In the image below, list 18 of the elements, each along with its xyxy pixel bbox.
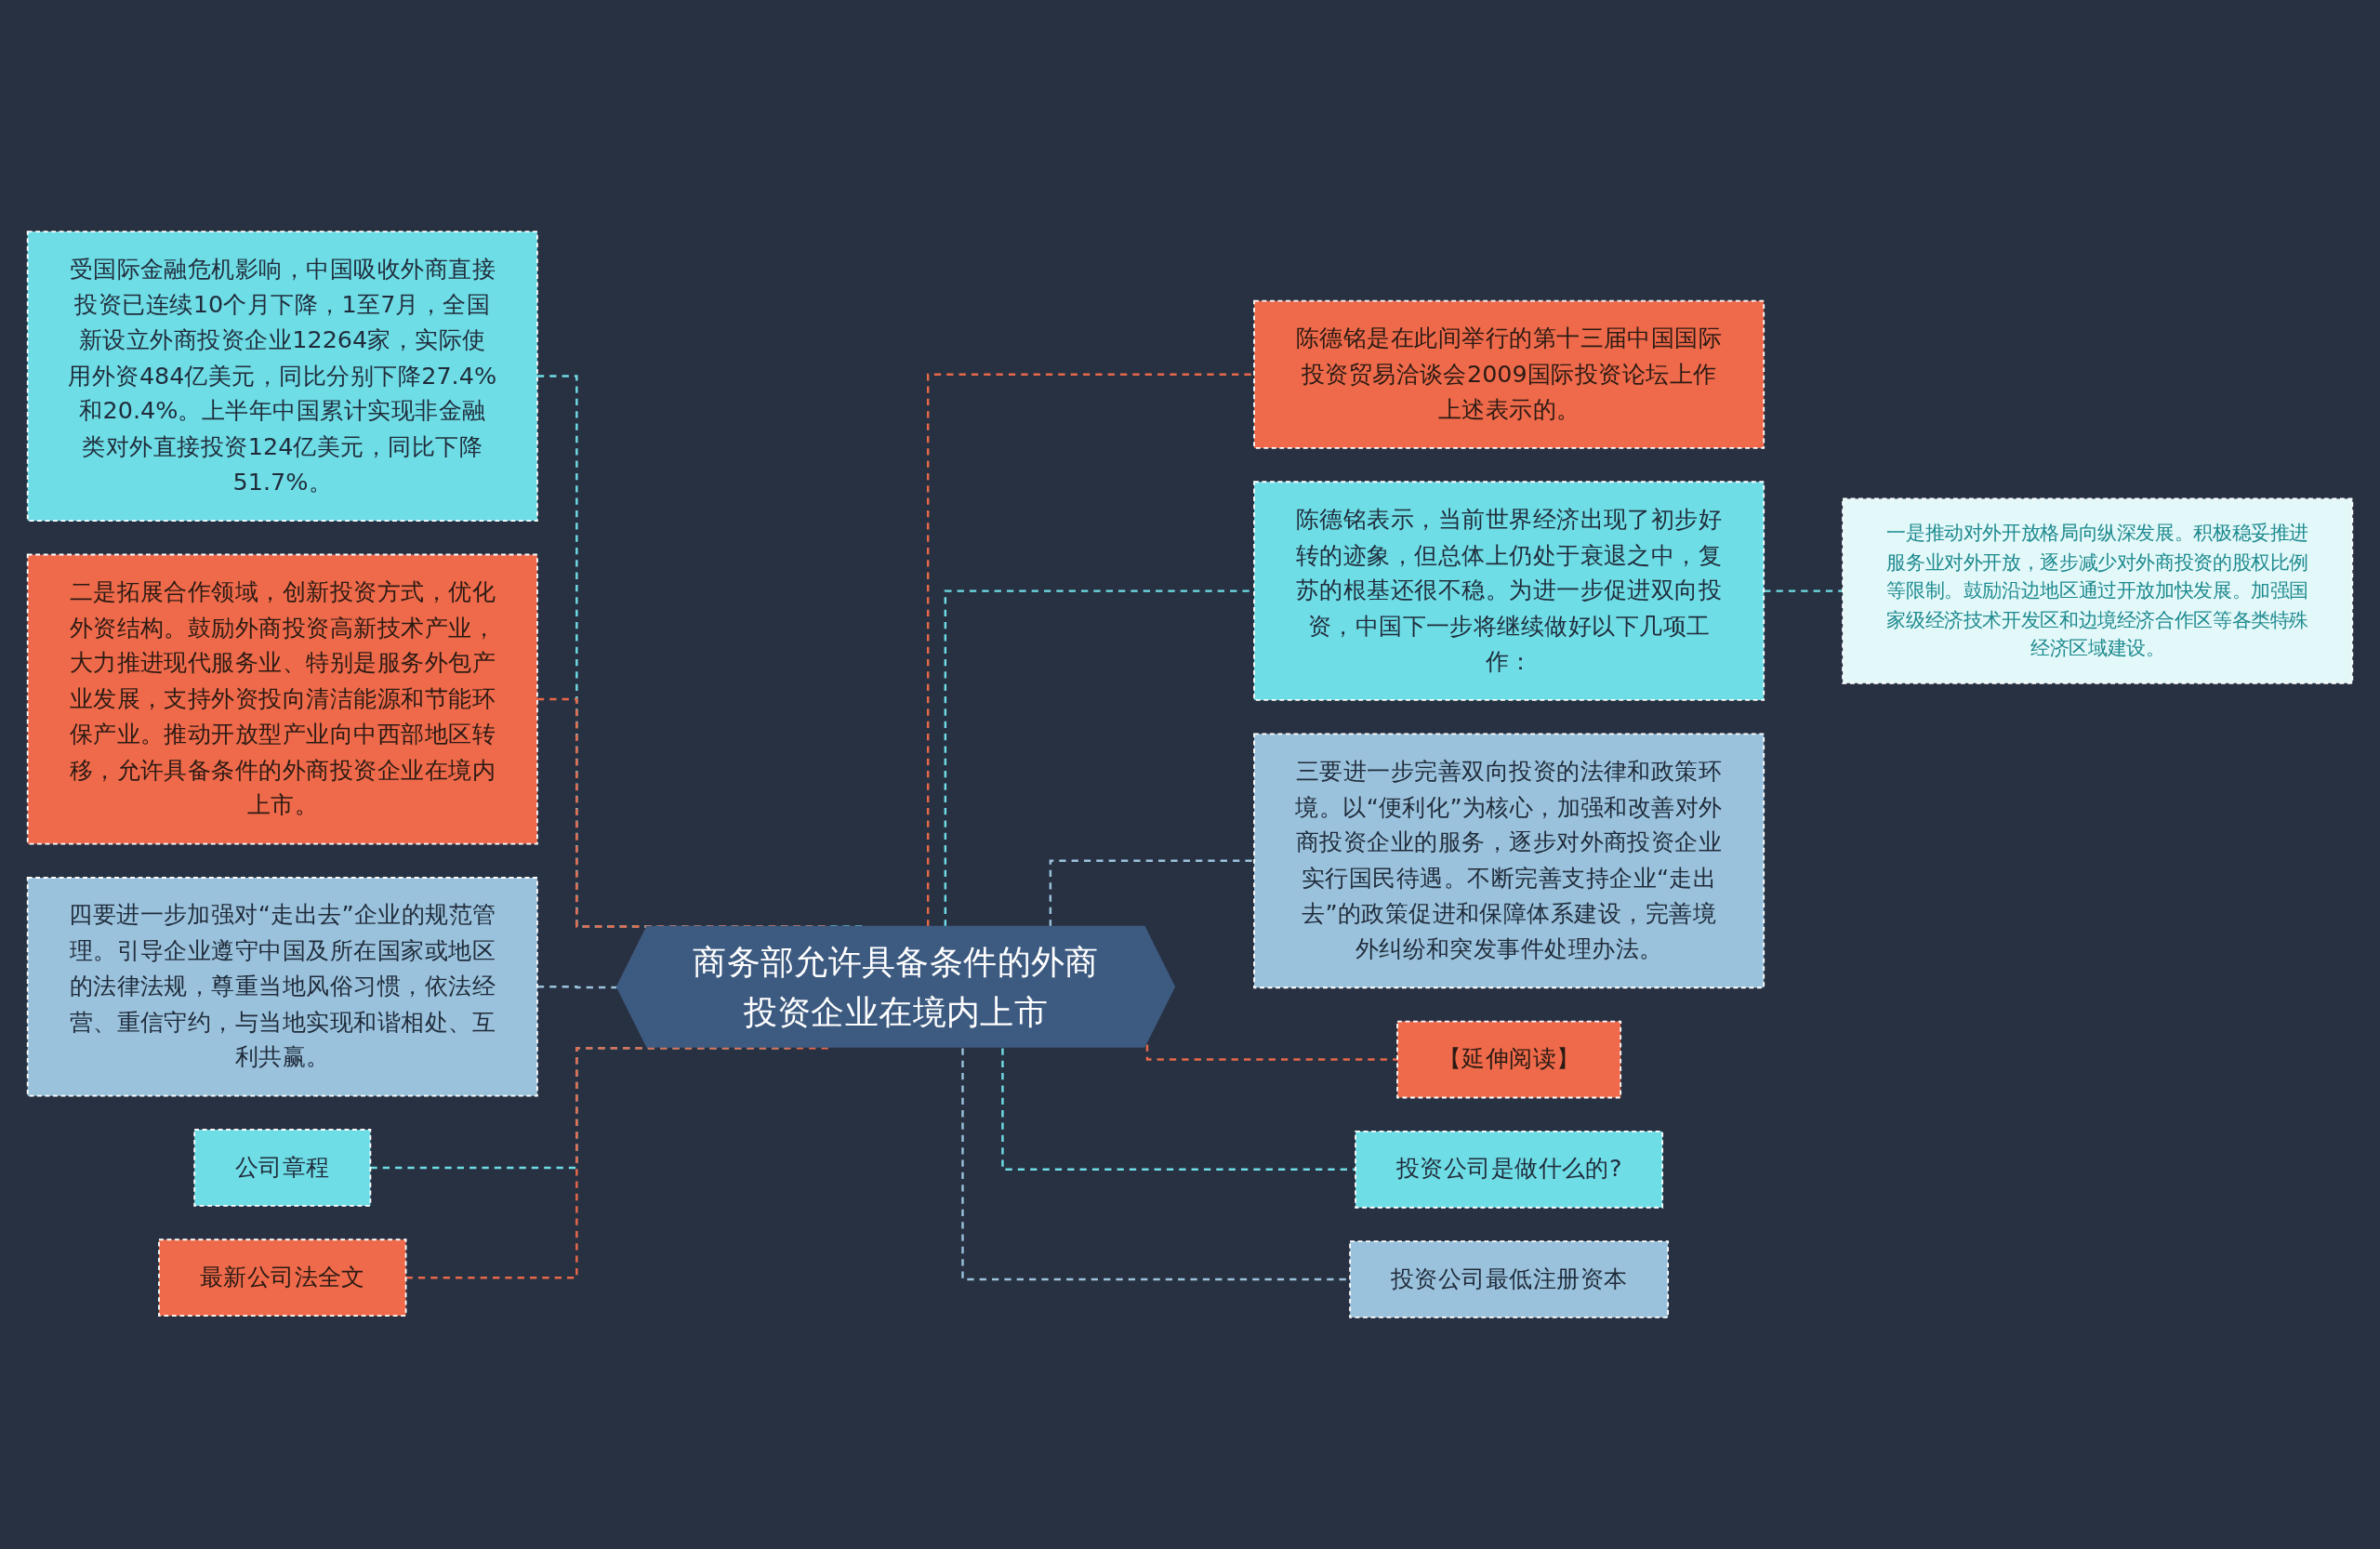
node-box: 受国际金融危机影响，中国吸收外商直接投资已连续10个月下降，1至7月，全国新设立外商投资企业12264家，实际使用外资484亿美元，同比分别下降27.4%和20.4%。上半年中国累计实现非金融类对外直接投资124亿美元，同比下降51.7%。 [26,231,538,523]
node-box: 商务部允许具备条件的外商投资企业在境内上市 [615,925,1176,1048]
node-box: 四要进一步加强对“走出去”企业的规范管理。引导企业遵守中国及所在国家或地区的法律法规，尊重当地风俗习惯，依法经营、重信守约，与当地实现和谐相处、互利共赢。 [26,877,538,1097]
connector [1001,1048,1356,1171]
node-box: 陈德铭表示，当前世界经济出现了初步好转的迹象，但总体上仍处于衰退之中，复苏的根基还很不稳。为进一步促进双向投资，中国下一步将继续做好以下几项工作： [1253,481,1765,701]
node-box: 三要进一步完善双向投资的法律和政策环境。以“便利化”为核心，加强和改善对外商投资企业的服务，逐步对外商投资企业实行国民待遇。不断完善支持企业“走出去”的政策促进和保障体系建设，完善境外纠纷和突发事件处理办法。 [1253,733,1765,989]
node-box: 公司章程 [193,1129,372,1207]
node-box: 陈德铭是在此间举行的第十三届中国国际投资贸易洽谈会2009国际投资论坛上作上述表示的。 [1253,299,1765,449]
node-box: 二是拓展合作领域，创新投资方式，优化外资结构。鼓励外商投资高新技术产业，大力推进现代服务业、特别是服务外包产业发展，支持外资投向清洁能源和节能环保产业。推动开放型产业向中西部地区转移，允许具备条件的外商投资企业在境内上市。 [26,553,538,845]
node-box: 一是推动对外开放格局向纵深发展。积极稳妥推进服务业对外开放，逐步减少对外商投资的股权比例等限制。鼓励沿边地区通过开放加快发展。加强国家级经济技术开发区和边境经济合作区等各类特殊经济区域建设。 [1842,497,2354,684]
connector [926,373,1255,927]
connector [944,589,1255,927]
node-box: 投资公司是做什么的? [1355,1130,1664,1209]
connector [1049,859,1255,927]
node-box: 投资公司最低注册资本 [1349,1240,1670,1318]
node-box: 最新公司法全文 [158,1238,407,1317]
connector [1145,1044,1398,1061]
node-box: 【延伸阅读】 [1396,1020,1622,1099]
